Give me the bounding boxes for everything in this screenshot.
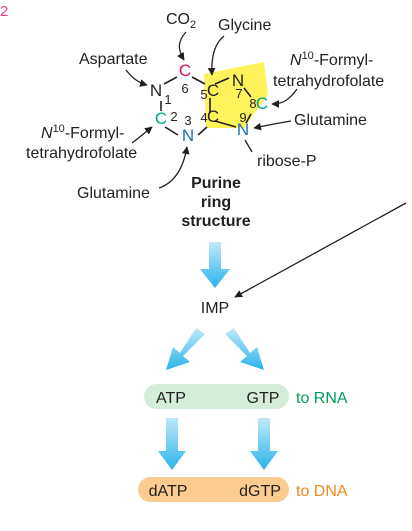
ring-title-line1: Purine	[191, 175, 241, 192]
arrow-glutamine-bottom	[158, 146, 190, 189]
glutamine-bottom-label: Glutamine	[77, 185, 150, 202]
source-labels: CO2 Glycine Aspartate N10-Formyl- tetrah…	[26, 11, 384, 202]
imp-label: IMP	[201, 300, 229, 317]
formyl-top-label: N10-Formyl-	[290, 50, 373, 69]
atom-n9: N	[237, 120, 249, 139]
bond-ribose	[244, 139, 253, 153]
ribose-label: ribose-P	[257, 153, 317, 170]
dna-box	[138, 477, 289, 502]
atom-c5: C	[207, 81, 219, 100]
arrow-formyl-left	[131, 126, 153, 144]
to-rna-label: to RNA	[296, 390, 348, 407]
number-2: 2	[170, 109, 177, 124]
atom-c2: C	[155, 109, 167, 128]
co2-label: CO2	[166, 11, 196, 31]
glutamine-right-label: Glutamine	[294, 112, 367, 129]
ring-title: Purine ring structure	[181, 175, 250, 230]
number-6: 6	[181, 81, 188, 96]
arrow-glycine	[207, 35, 225, 76]
formyl-top-label-line2: tetrahydrofolate	[273, 73, 384, 90]
rna-box	[144, 384, 289, 409]
number-5: 5	[200, 87, 207, 102]
formyl-left-label-line2: tetrahydrofolate	[26, 145, 137, 162]
arrow-aspartate	[125, 69, 148, 87]
aspartate-label: Aspartate	[79, 51, 148, 68]
formyl-left-label: N10-Formyl-	[41, 123, 124, 142]
flow-arrow-ring-to-imp	[200, 242, 230, 288]
ring-title-line2: ring	[201, 194, 231, 211]
flow-arrow-atp-to-datp	[158, 418, 186, 470]
atom-n3: N	[182, 126, 194, 145]
arrow-glutamine-right	[253, 120, 292, 131]
flow-arrow-gtp-to-dgtp	[250, 418, 278, 470]
number-9: 9	[239, 110, 246, 125]
ring-numbers: 6 1 5 7 8 4 2 3 9	[164, 81, 256, 128]
number-4: 4	[200, 110, 207, 125]
glycine-highlight	[204, 62, 268, 128]
pointer-line-imp	[234, 202, 407, 298]
source-arrows	[125, 31, 407, 298]
ring-atoms: C N C N C C C N N	[150, 61, 268, 145]
glycine-label: Glycine	[218, 17, 271, 34]
figure-corner-number: 2	[0, 3, 8, 20]
ring-bonds	[160, 76, 252, 136]
flow-arrow-imp-to-gtp	[225, 328, 264, 370]
atom-n7: N	[232, 71, 244, 90]
gtp-label: GTP	[247, 390, 280, 407]
atom-n1: N	[150, 81, 162, 100]
flow-arrows	[158, 242, 278, 470]
ring-title-line3: structure	[181, 213, 250, 230]
arrow-co2	[177, 31, 187, 61]
datp-label: dATP	[149, 483, 188, 500]
to-dna-label: to DNA	[296, 483, 348, 500]
flow-arrow-imp-to-atp	[166, 328, 205, 370]
number-8: 8	[249, 96, 256, 111]
atp-label: ATP	[156, 390, 186, 407]
atom-c8: C	[256, 94, 268, 113]
arrow-formyl-top	[271, 88, 298, 108]
atom-c6: C	[179, 61, 191, 80]
atom-c4: C	[207, 107, 219, 126]
dgtp-label: dGTP	[239, 483, 281, 500]
number-7: 7	[235, 86, 242, 101]
number-1: 1	[164, 92, 171, 107]
number-3: 3	[184, 113, 191, 128]
